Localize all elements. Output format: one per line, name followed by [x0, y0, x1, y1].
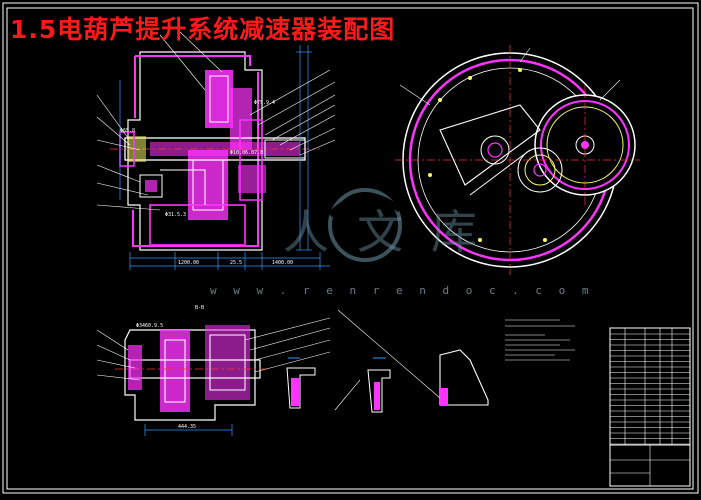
watermark-url: w w w . r e n r e n d o c . c o m [210, 284, 594, 297]
technical-notes [505, 319, 575, 361]
dim-label-6: 25.5 [230, 260, 243, 266]
main-section-view [96, 29, 336, 270]
inner-border [6, 7, 694, 490]
section-label: B-B [195, 305, 205, 311]
dim-label-9: 444.35 [178, 424, 197, 430]
dim-label-5: 1200.00 [178, 260, 200, 266]
dim-label-8: Φ10.06.07.8 [230, 150, 264, 156]
dim-label-7: 1400.00 [272, 260, 294, 266]
dim-label-1: Φ75.9.4 [254, 100, 276, 106]
dim-label-2: Φ65.8 [120, 128, 136, 134]
dim-label-3: Φ31.5.3 [165, 212, 187, 218]
drawing-title: 1.5电葫芦提升系统减速器装配图 [10, 15, 396, 44]
dim-label-4: Φ3460.9.5 [136, 323, 164, 329]
watermark-logo-text: 人文库 [283, 205, 505, 259]
title-block [609, 327, 691, 487]
outer-border [2, 2, 699, 494]
end-view [395, 45, 640, 275]
watermark-emblem [327, 188, 402, 262]
lower-section-view [96, 309, 489, 436]
